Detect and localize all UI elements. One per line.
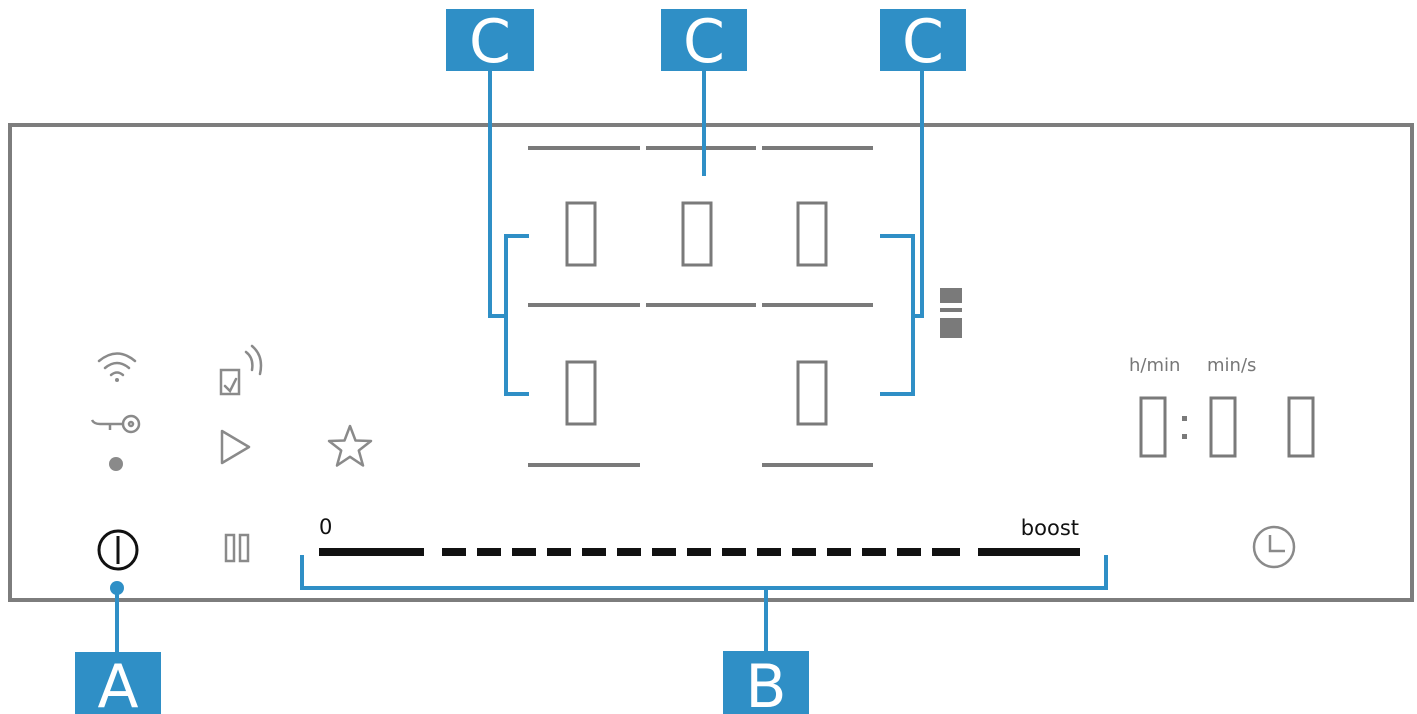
zone-digit-top-1: 0 xyxy=(581,242,582,244)
timer-unit-hours-label: h/min xyxy=(1129,355,1180,376)
callout-a-dot xyxy=(110,581,124,595)
key-lock-icon xyxy=(90,414,141,434)
timer-digit-1-value: 0 xyxy=(1153,429,1154,431)
slider-min-label: 0 xyxy=(319,515,332,539)
pause-icon[interactable] xyxy=(224,533,250,563)
play-icon[interactable] xyxy=(220,429,251,465)
timer-unit-minutes-label: min/s xyxy=(1207,355,1256,376)
callout-box-c-left: C xyxy=(446,7,534,77)
star-icon[interactable] xyxy=(327,424,373,467)
zone-digit-top-3: 0 xyxy=(812,242,813,244)
callout-c-right-label: C xyxy=(902,7,944,77)
timer-display xyxy=(1139,396,1315,458)
zone-display-bottom-2[interactable]: 0 xyxy=(796,360,828,426)
zone-digit-bottom-1: 0 xyxy=(581,401,582,403)
zone-separator-lines xyxy=(528,146,873,467)
control-panel-frame xyxy=(8,123,1414,602)
callout-lines xyxy=(115,70,1108,652)
callout-b-label: B xyxy=(745,652,786,714)
status-dot-icon xyxy=(109,457,123,471)
timer-digit-3-value: 0 xyxy=(1301,429,1302,431)
timer-digit-3 xyxy=(1287,396,1315,458)
zone-display-top-3[interactable]: 0 xyxy=(796,201,828,267)
remote-start-icon[interactable] xyxy=(219,344,263,396)
zone-display-top-2[interactable]: 0 xyxy=(681,201,713,267)
callout-box-a: A xyxy=(75,652,161,714)
slider-max-label: boost xyxy=(1021,516,1079,540)
zone-digit-top-2: 0 xyxy=(697,242,698,244)
callout-box-c-middle: C xyxy=(661,7,747,77)
callout-box-b: B xyxy=(723,651,809,714)
callout-c-left-label: C xyxy=(469,7,511,77)
callout-c-right-line xyxy=(913,70,924,318)
zone-digit-bottom-2: 0 xyxy=(812,401,813,403)
callout-c-left-bracket xyxy=(504,234,529,396)
zone-display-bottom-1[interactable]: 0 xyxy=(565,360,597,426)
timer-digit-1 xyxy=(1139,396,1167,458)
callout-a-label: A xyxy=(97,652,138,714)
callout-b-bracket xyxy=(300,555,1108,590)
callout-box-c-right: C xyxy=(880,7,966,77)
zone-combine-icon[interactable] xyxy=(940,288,962,338)
timer-digit-2 xyxy=(1209,396,1237,458)
power-slider[interactable]: 0 boost xyxy=(319,515,1080,556)
zone-display-top-1[interactable]: 0 xyxy=(565,201,597,267)
callout-c-left-line xyxy=(488,70,506,318)
power-icon[interactable] xyxy=(97,529,139,571)
callout-c-right-bracket xyxy=(880,234,915,396)
clock-icon[interactable] xyxy=(1252,525,1296,569)
wifi-icon xyxy=(97,352,137,382)
timer-digit-2-value: 0 xyxy=(1223,429,1224,431)
callout-c-middle-label: C xyxy=(683,7,725,77)
timer-colon xyxy=(1182,416,1187,439)
